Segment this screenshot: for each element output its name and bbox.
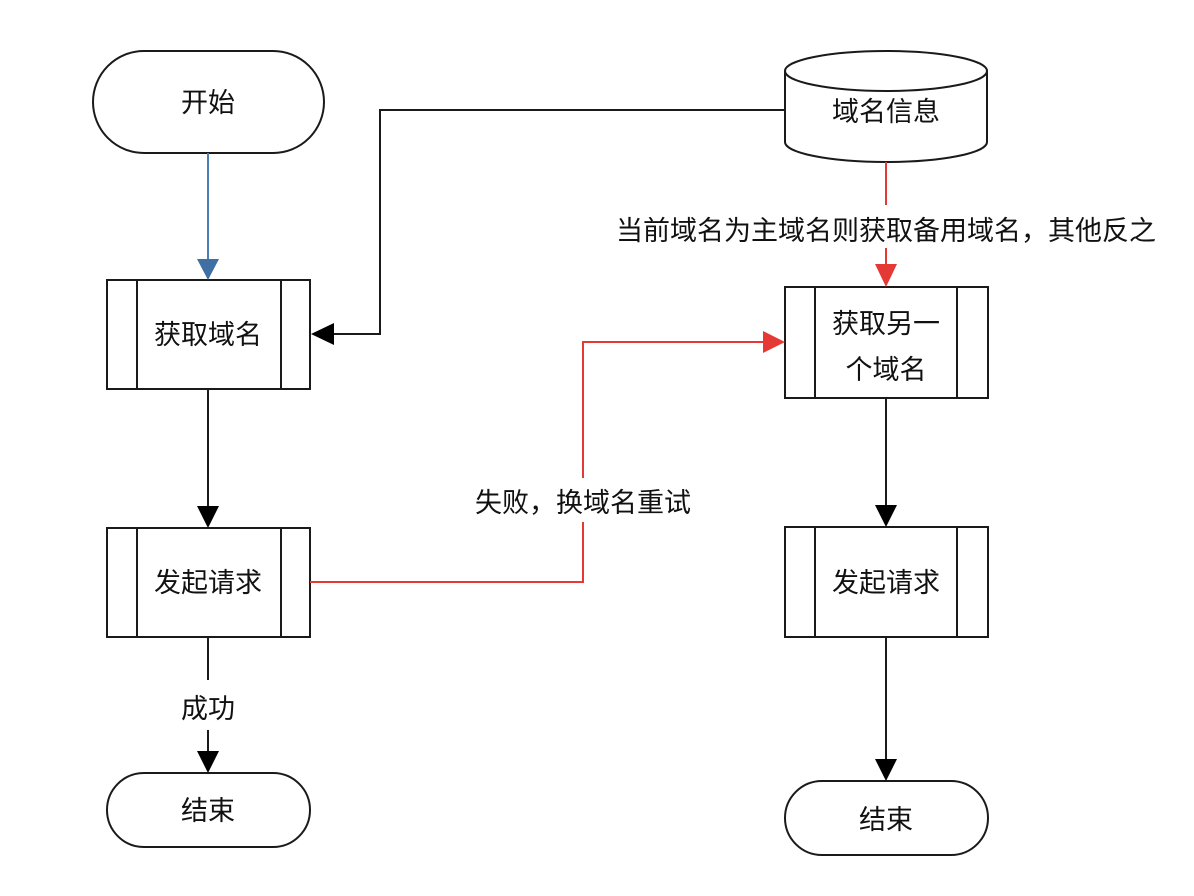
edge-start-to-get-domain	[197, 153, 219, 280]
domain-info-database[interactable]: 域名信息	[784, 50, 988, 163]
request-left-node[interactable]: 发起请求	[106, 527, 311, 638]
end-right-label: 结束	[859, 805, 913, 836]
edge-label-fail-retry: 失败，换域名重试	[475, 488, 691, 519]
domain-info-label: 域名信息	[832, 97, 940, 128]
red-arrowhead-icon	[763, 331, 785, 353]
black-arrowhead-icon	[197, 751, 219, 773]
request-right-node[interactable]: 发起请求	[784, 526, 989, 638]
get-other-domain-label-1: 获取另一	[832, 309, 940, 340]
black-arrowhead-icon	[311, 323, 334, 345]
edge-get-domain-to-request	[197, 389, 219, 528]
edge-database-to-other-domain: 当前域名为主域名则获取备用域名，其他反之	[616, 162, 1156, 287]
request-left-label: 发起请求	[154, 568, 262, 599]
black-arrowhead-icon	[197, 506, 219, 528]
red-arrowhead-icon	[875, 264, 897, 287]
get-other-domain-label-2: 个域名	[846, 355, 927, 386]
edge-request-to-end-right	[875, 637, 897, 781]
start-node[interactable]: 开始	[92, 50, 325, 154]
get-domain-node[interactable]: 获取域名	[106, 279, 311, 390]
edge-label-switch-domain: 当前域名为主域名则获取备用域名，其他反之	[616, 216, 1156, 247]
request-right-label: 发起请求	[832, 568, 940, 599]
get-other-domain-node[interactable]: 获取另一 个域名	[784, 286, 989, 399]
edge-fail-retry: 失败，换域名重试	[310, 331, 785, 583]
end-left-node[interactable]: 结束	[106, 772, 311, 848]
blue-arrowhead-icon	[197, 259, 219, 280]
edge-database-to-get-domain	[311, 109, 785, 345]
edge-other-domain-to-request	[875, 398, 897, 527]
edge-success: 成功	[181, 637, 235, 773]
get-domain-label: 获取域名	[154, 320, 262, 351]
start-label: 开始	[181, 88, 235, 119]
black-arrowhead-icon	[875, 505, 897, 527]
edge-label-success: 成功	[181, 694, 235, 725]
end-left-label: 结束	[181, 796, 235, 827]
black-arrowhead-icon	[875, 759, 897, 781]
end-right-node[interactable]: 结束	[784, 780, 989, 856]
